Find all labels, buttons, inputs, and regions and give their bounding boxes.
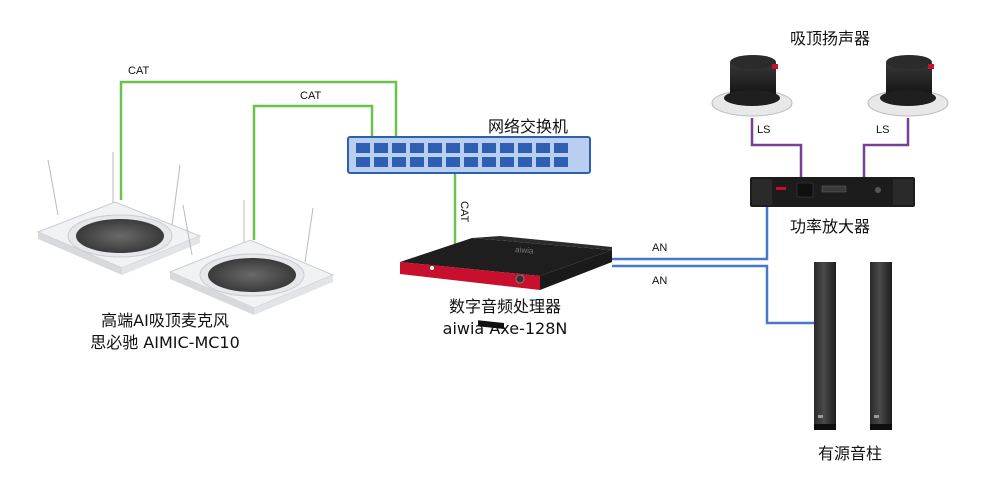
- label-column-speakers: 有源音柱: [818, 444, 883, 463]
- an-line-columns: [612, 264, 815, 325]
- cat-line-mic2: [252, 104, 374, 240]
- label-dsp-line1: 数字音频处理器: [448, 297, 561, 316]
- edge-label-ls-left: LS: [757, 124, 771, 136]
- switch-port: [446, 157, 460, 167]
- switch-port: [410, 157, 424, 167]
- edge-label-ls-right: LS: [876, 124, 890, 136]
- an-line-amp: [612, 207, 769, 261]
- column-speaker-right: [870, 262, 892, 430]
- switch-port: [536, 157, 550, 167]
- switch-ports: [356, 143, 568, 167]
- edge-label-cat-mic2: CAT: [300, 90, 322, 102]
- label-microphones: 高端AI吸顶麦克风 思必驰 AIMIC-MC10: [55, 310, 275, 354]
- ls-line-right: [862, 118, 910, 178]
- switch-port: [356, 157, 370, 167]
- edge-label-cat-switch-dsp: CAT: [458, 201, 470, 223]
- switch-port: [392, 157, 406, 167]
- switch-port: [554, 157, 568, 167]
- power-amplifier: [750, 177, 915, 207]
- label-microphones-line2: 思必驰 AIMIC-MC10: [90, 333, 240, 352]
- switch-port: [500, 143, 514, 153]
- column-speaker-left: [814, 262, 836, 430]
- svg-text:aiwia: aiwia: [515, 245, 534, 256]
- switch-port: [518, 157, 532, 167]
- switch-port: [536, 143, 550, 153]
- switch-port: [374, 157, 388, 167]
- switch-port: [374, 143, 388, 153]
- switch-port: [482, 157, 496, 167]
- switch-port: [464, 143, 478, 153]
- switch-port: [356, 143, 370, 153]
- label-power-amplifier: 功率放大器: [790, 217, 871, 236]
- label-dsp-line2: aiwia Axe-128N: [442, 319, 568, 338]
- edge-label-an-columns: AN: [652, 275, 668, 287]
- switch-port: [428, 143, 442, 153]
- edge-label-an-amp: AN: [652, 242, 668, 254]
- ceiling-microphone-1: [36, 152, 202, 275]
- switch-port: [500, 157, 514, 167]
- label-microphones-line1: 高端AI吸顶麦克风: [101, 311, 229, 330]
- ceiling-microphone-2: [168, 200, 335, 315]
- switch-port: [464, 157, 478, 167]
- ls-line-left: [750, 118, 803, 178]
- cat-line-mic1: [119, 80, 398, 200]
- edge-label-cat-mic1: CAT: [128, 65, 150, 77]
- label-network-switch: 网络交换机: [488, 117, 569, 136]
- ceiling-speaker-left: [711, 55, 793, 117]
- switch-port: [392, 143, 406, 153]
- ceiling-speaker-right: [867, 55, 949, 117]
- switch-port: [428, 157, 442, 167]
- label-ceiling-speakers: 吸顶扬声器: [790, 29, 871, 48]
- switch-port: [554, 143, 568, 153]
- switch-port: [410, 143, 424, 153]
- label-dsp: 数字音频处理器 aiwia Axe-128N: [420, 296, 590, 340]
- network-switch: [347, 136, 591, 174]
- dsp-processor: aiwia: [400, 236, 612, 329]
- switch-port: [518, 143, 532, 153]
- switch-port: [446, 143, 460, 153]
- switch-port: [482, 143, 496, 153]
